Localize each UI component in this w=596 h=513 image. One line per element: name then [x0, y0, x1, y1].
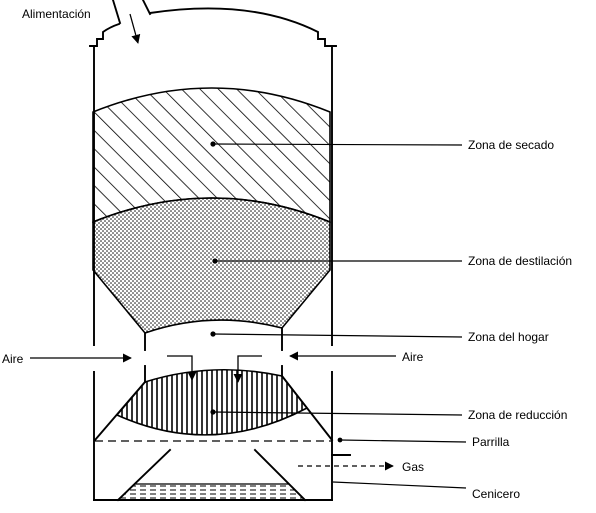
lid-left-part	[89, 22, 121, 47]
ash-left-slope	[116, 448, 172, 502]
reduction-section	[93, 368, 334, 442]
ash-leader	[332, 481, 467, 489]
air-right-label: Aire	[402, 350, 424, 364]
leader-lines	[210, 141, 467, 489]
ash-deposit	[118, 484, 305, 500]
feed-label: Alimentación	[22, 7, 91, 21]
distillation-zone-label: Zona de destilación	[468, 254, 572, 268]
drying-zone-label: Zona de secado	[468, 138, 554, 152]
hearth-throat	[144, 327, 283, 383]
air-left-label: Aire	[2, 352, 24, 366]
drying-leader	[212, 143, 463, 146]
reduction-zone-label: Zona de reducción	[468, 408, 567, 422]
grate-leader	[339, 439, 467, 443]
ash-label: Cenicero	[472, 487, 520, 501]
hearth-zone-label: Zona del hogar	[468, 330, 549, 344]
feed-pipe-right-edge	[141, 0, 152, 16]
reduction-zone	[115, 368, 309, 436]
hearth-leader	[212, 333, 463, 338]
ash-pit	[116, 448, 307, 502]
feed-pipe-left-edge	[112, 0, 122, 25]
gas-label: Gas	[402, 460, 424, 474]
vessel-lid	[89, 7, 337, 47]
distillation-zone	[92, 197, 331, 334]
reduction-leader	[212, 411, 463, 416]
feed-pipe	[112, 0, 152, 44]
feed-arrow	[129, 13, 141, 44]
grate-label: Parrilla	[472, 435, 510, 449]
lid-dome	[148, 7, 337, 47]
